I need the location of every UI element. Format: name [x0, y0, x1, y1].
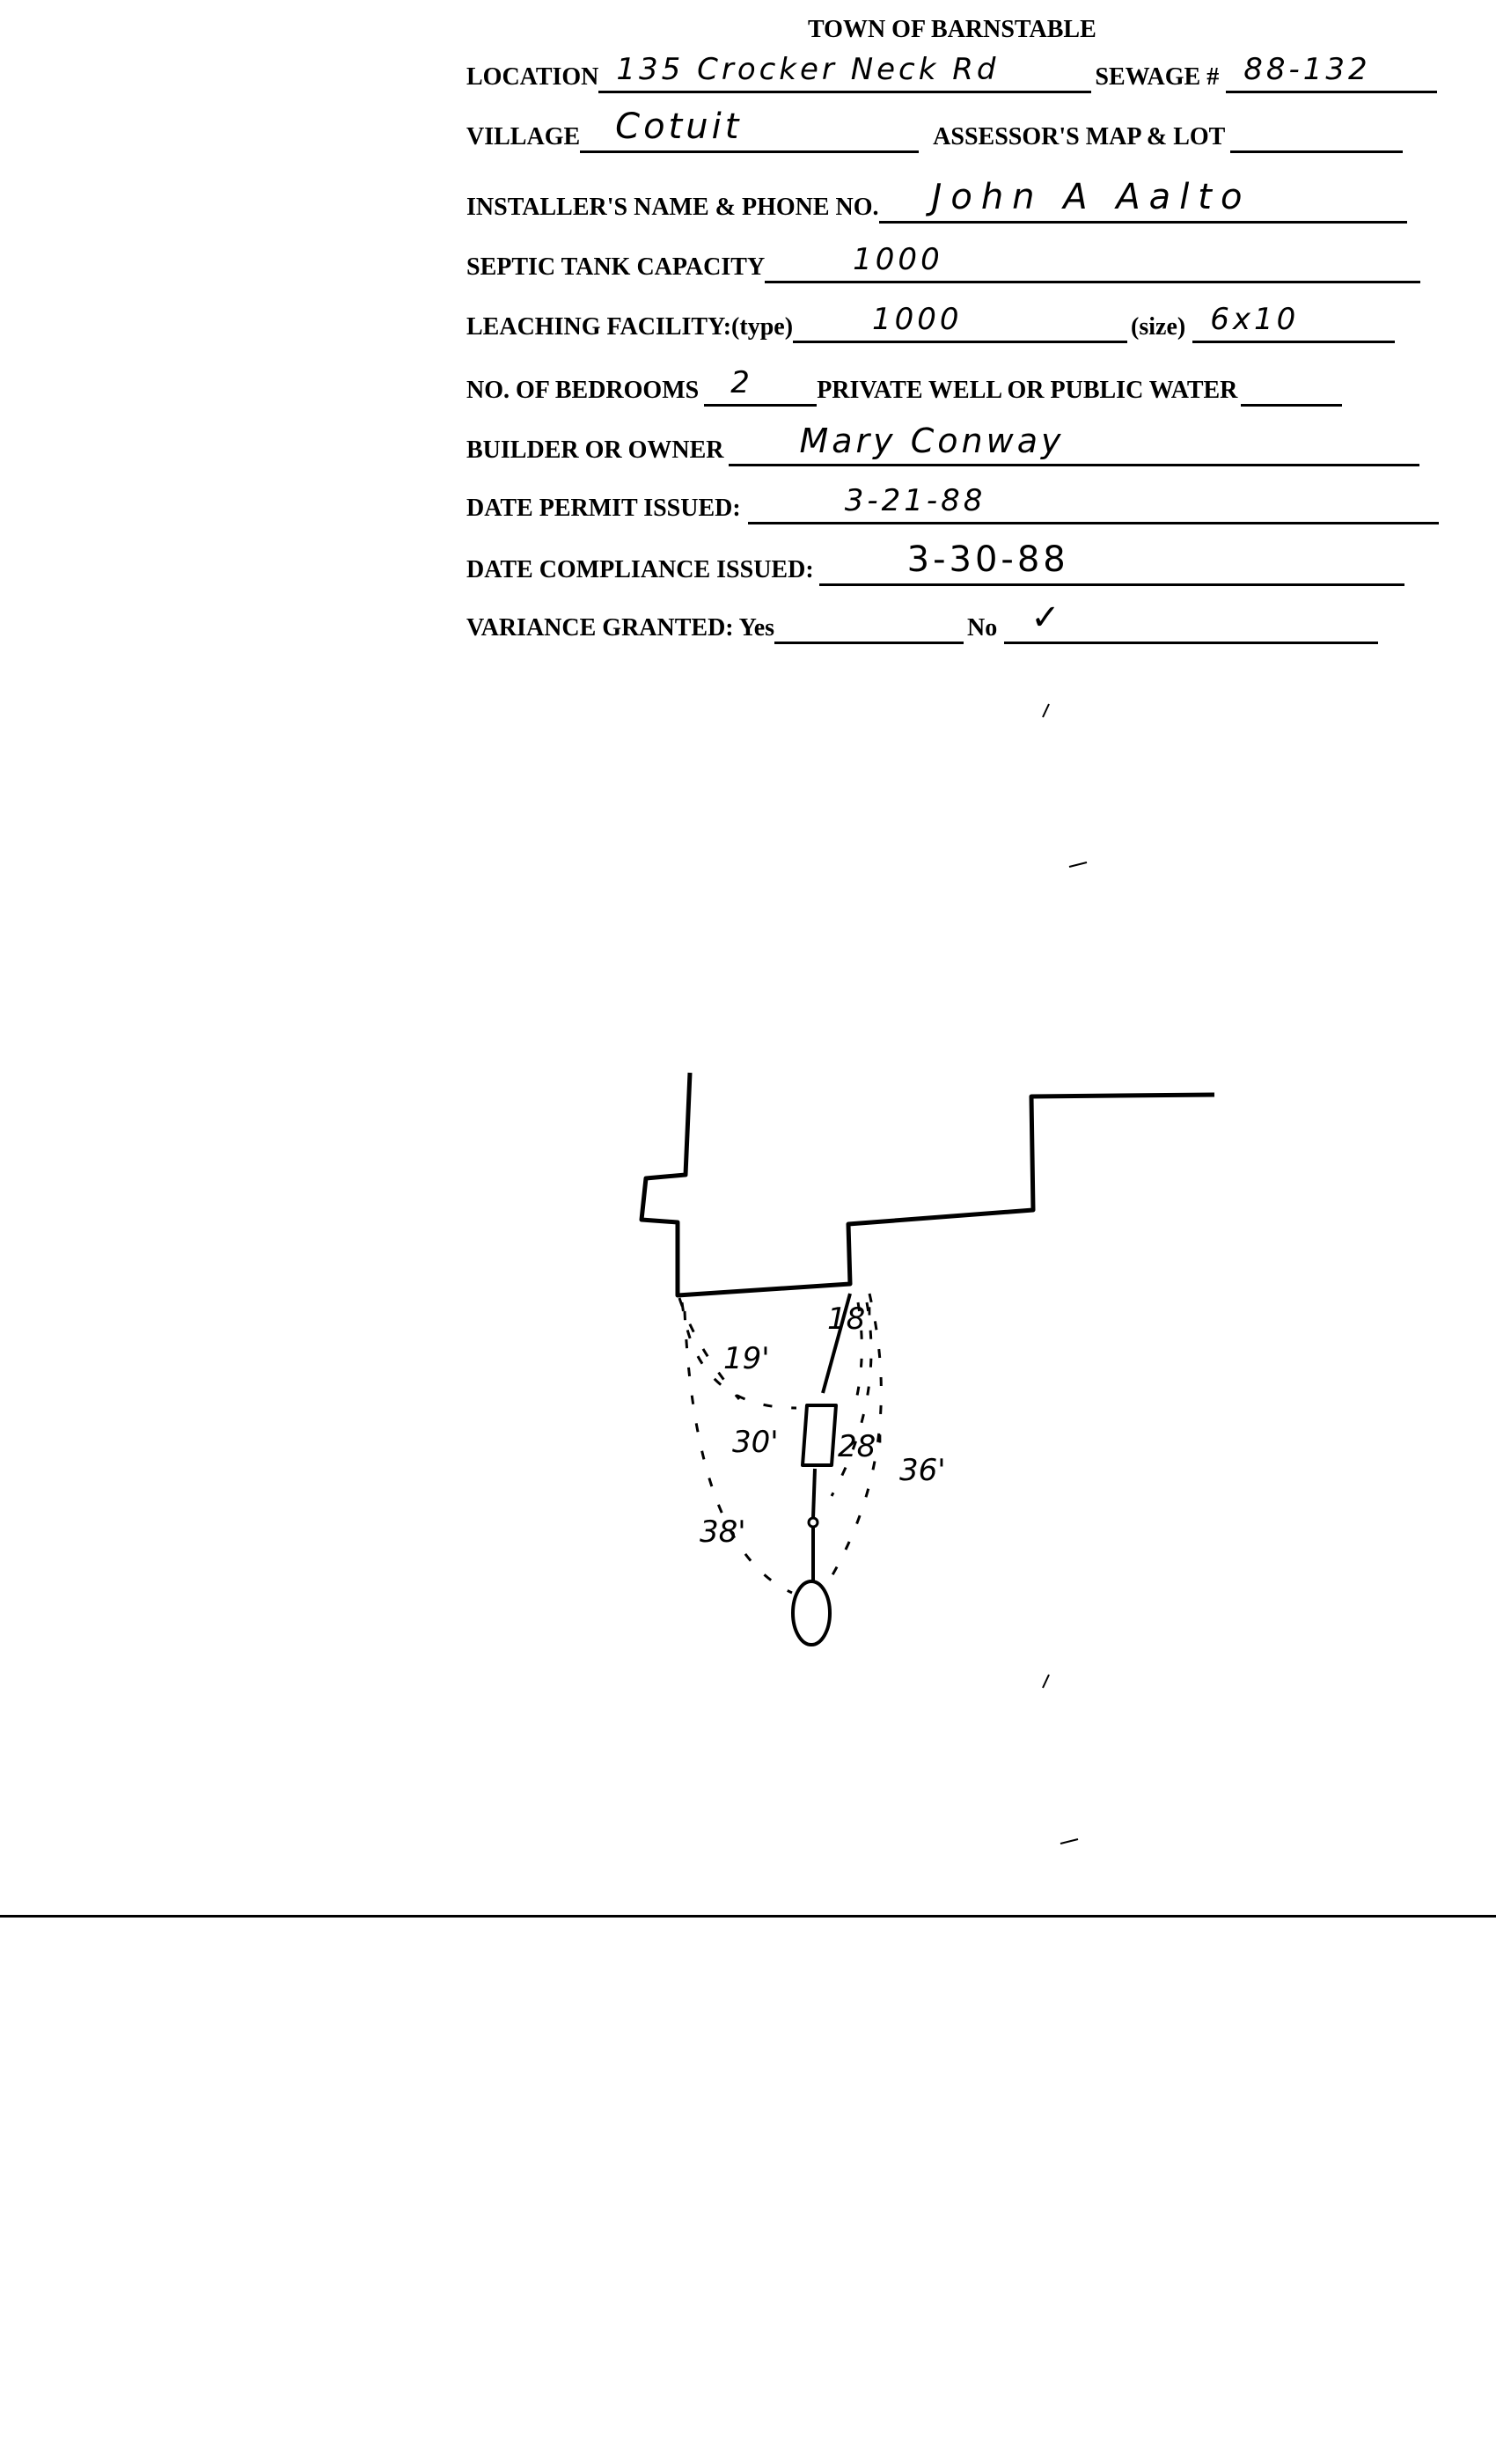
sewage-label: SEWAGE #	[1095, 63, 1220, 91]
installer-row: INSTALLER'S NAME & PHONE NO. John A Aalt…	[466, 177, 1407, 224]
village-label: VILLAGE	[466, 123, 581, 150]
pipe-line	[821, 1293, 852, 1394]
dim-label: 36'	[899, 1453, 946, 1488]
dim-label: 38'	[700, 1514, 746, 1550]
leaching-size-label: (size)	[1131, 313, 1186, 341]
assessor-label: ASSESSOR'S MAP & LOT	[933, 123, 1226, 150]
installer-label: INSTALLER'S NAME & PHONE NO.	[466, 194, 879, 221]
variance-no-value: ✓	[1030, 598, 1064, 638]
leaching-size-value: 6x10	[1210, 302, 1300, 337]
page-divider	[0, 1915, 1496, 1918]
variance-row: VARIANCE GRANTED: Yes No ✓	[466, 598, 1379, 644]
bedrooms-field[interactable]: 2	[704, 365, 818, 407]
owner-field[interactable]: Mary Conway	[729, 422, 1420, 466]
bedrooms-label: NO. OF BEDROOMS	[466, 377, 700, 404]
form-title: TOWN OF BARNSTABLE	[808, 16, 1096, 43]
septic-label: SEPTIC TANK CAPACITY	[466, 253, 766, 281]
village-field[interactable]: Cotuit	[580, 106, 920, 153]
leaching-pit	[791, 1580, 832, 1646]
leaching-type-field[interactable]: 1000	[793, 302, 1128, 343]
scan-marks	[1042, 703, 1088, 1844]
owner-row: BUILDER OR OWNER Mary Conway	[466, 422, 1420, 466]
compliance-date-field[interactable]: 3-30-88	[818, 539, 1404, 586]
sewage-value: 88-132	[1243, 52, 1371, 87]
village-row: VILLAGE Cotuit ASSESSOR'S MAP & LOT	[466, 106, 1404, 153]
location-field[interactable]: 135 Crocker Neck Rd	[598, 52, 1092, 93]
compliance-date-label: DATE COMPLIANCE ISSUED:	[466, 556, 814, 583]
dim-arc-30	[680, 1302, 797, 1410]
compliance-date-row: DATE COMPLIANCE ISSUED: 3-30-88	[466, 539, 1404, 586]
village-value: Cotuit	[615, 106, 743, 147]
variance-no-label: No	[967, 614, 998, 642]
assessor-field[interactable]	[1230, 114, 1404, 153]
owner-label: BUILDER OR OWNER	[466, 436, 724, 464]
leaching-type-value: 1000	[872, 302, 963, 337]
house-outline	[639, 1072, 1215, 1298]
septic-value: 1000	[853, 242, 943, 277]
pipe-line-2	[811, 1468, 817, 1519]
leaching-row: LEACHING FACILITY:(type) 1000 (size) 6x1…	[466, 302, 1396, 343]
water-label: PRIVATE WELL OR PUBLIC WATER	[817, 377, 1238, 404]
dim-arc-38	[683, 1310, 793, 1595]
compliance-date-value: 3-30-88	[906, 539, 1069, 580]
septic-row: SEPTIC TANK CAPACITY 1000	[466, 242, 1421, 283]
installer-value: John A Aalto	[931, 177, 1251, 217]
variance-yes-field[interactable]	[774, 605, 964, 644]
dim-label: 30'	[732, 1425, 779, 1460]
dim-label: 19'	[723, 1341, 770, 1376]
leaching-type-label: LEACHING FACILITY:(type)	[466, 313, 794, 341]
dim-arc-18	[854, 1302, 863, 1404]
permit-date-value: 3-21-88	[844, 483, 986, 518]
variance-no-field[interactable]: ✓	[1004, 598, 1379, 644]
dim-label: 18'	[827, 1302, 874, 1337]
dim-arc-28	[830, 1302, 873, 1497]
location-value: 135 Crocker Neck Rd	[616, 52, 1000, 87]
leaching-size-field[interactable]: 6x10	[1192, 302, 1396, 343]
water-field[interactable]	[1241, 368, 1343, 407]
bedrooms-row: NO. OF BEDROOMS 2 PRIVATE WELL OR PUBLIC…	[466, 365, 1343, 407]
permit-date-field[interactable]: 3-21-88	[747, 483, 1439, 524]
installer-field[interactable]: John A Aalto	[878, 177, 1407, 224]
permit-date-label: DATE PERMIT ISSUED:	[466, 495, 741, 522]
dim-label: 28'	[838, 1429, 884, 1464]
variance-label: VARIANCE GRANTED: Yes	[466, 614, 775, 642]
dim-arc-36	[825, 1293, 883, 1585]
owner-value: Mary Conway	[799, 422, 1065, 460]
distribution-box	[807, 1516, 819, 1529]
septic-field[interactable]: 1000	[765, 242, 1421, 283]
location-label: LOCATION	[466, 63, 599, 91]
location-row: LOCATION 135 Crocker Neck Rd SEWAGE # 88…	[466, 52, 1438, 93]
sewage-field[interactable]: 88-132	[1226, 52, 1438, 93]
bedrooms-value: 2	[730, 365, 753, 400]
septic-tank	[801, 1404, 838, 1467]
permit-date-row: DATE PERMIT ISSUED: 3-21-88	[466, 483, 1439, 524]
